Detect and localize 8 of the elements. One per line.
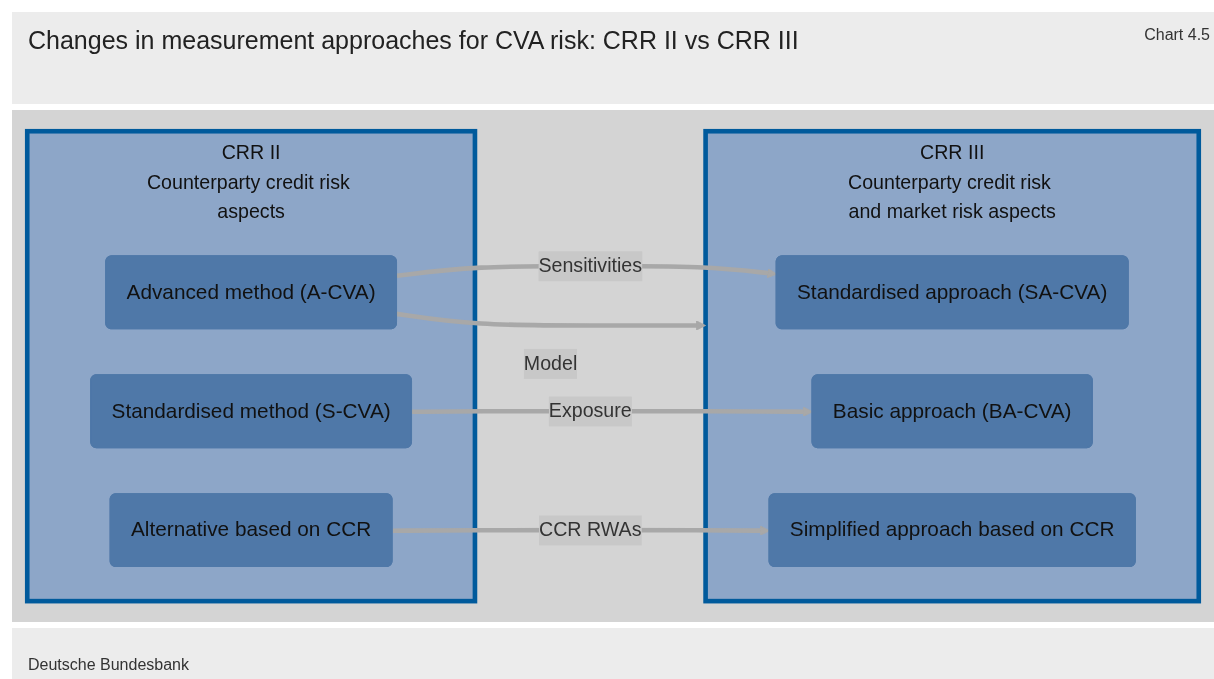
edge-label: Exposure bbox=[548, 399, 632, 422]
arrow bbox=[396, 311, 707, 331]
source-caption: Deutsche Bundesbank bbox=[28, 656, 189, 674]
edge-label: Model bbox=[523, 352, 578, 375]
edge-label: Sensitivities bbox=[538, 254, 643, 277]
chart-number: Chart 4.5 bbox=[1144, 26, 1210, 44]
title: Changes in measurement approaches for CVA risk: CRR II vs CRR III bbox=[28, 26, 799, 55]
edge-label: CCR RWAs bbox=[539, 518, 642, 541]
